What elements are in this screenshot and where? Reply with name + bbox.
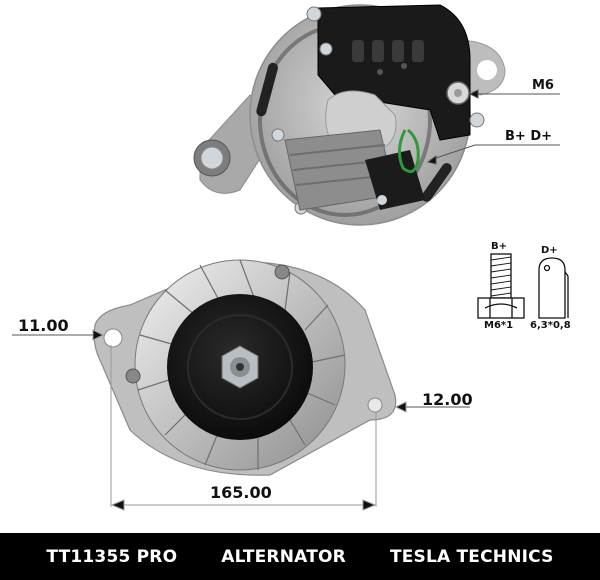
callout-bd-label: B+ D+ [505,129,553,144]
brand-name: TESLA TECHNICS [389,546,554,567]
callout-m6-label: M6 [532,78,554,93]
terminal-d-plus-title: D+ [541,245,558,256]
callout-lines [426,89,560,165]
part-number: TT11355 PRO [46,546,178,567]
dimension-width: 165.00 [210,483,272,502]
product-type: ALTERNATOR [221,546,346,567]
alternator-front-view [93,259,397,476]
terminal-b-plus-title: B+ [491,241,508,252]
alternator-rear-view [193,4,506,226]
terminal-d-plus-spec: 6,3*0,8 [530,320,571,331]
terminal-b-plus-spec: M6*1 [484,320,514,331]
terminal-b-plus-diagram [477,253,525,319]
dimension-right-hole: 12.00 [422,390,473,409]
terminal-d-plus-diagram [538,257,569,319]
dimension-left-hole: 11.00 [18,316,69,335]
dimension-lines [12,329,470,511]
footer-banner: TT11355 PRO ALTERNATOR TESLA TECHNICS [0,533,600,580]
